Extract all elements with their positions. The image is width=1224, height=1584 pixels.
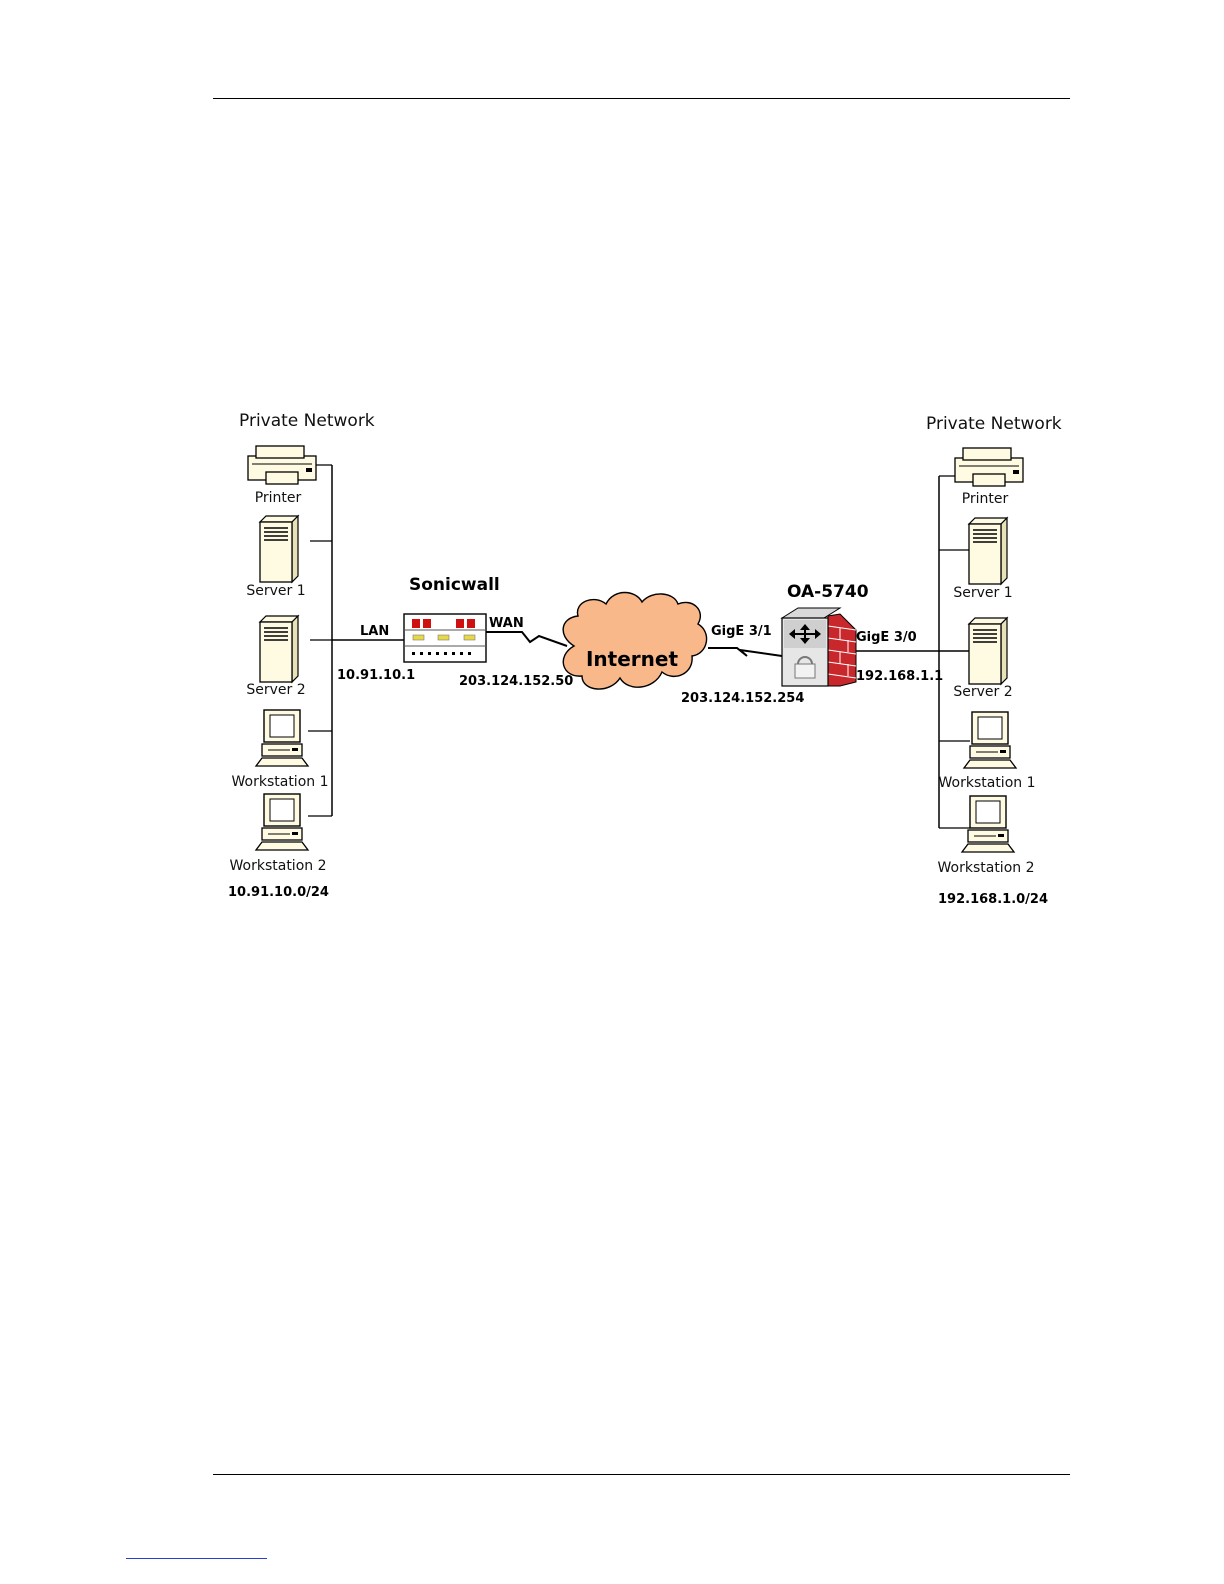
right-printer-icon — [955, 448, 1023, 486]
left-server-2-icon — [260, 616, 298, 682]
right-workstation-1-icon — [964, 712, 1016, 768]
wan-ip-label: 203.124.152.50 — [459, 674, 573, 689]
oa-lan-port-label: GigE 3/0 — [856, 630, 917, 645]
internet-label: Internet — [586, 647, 678, 671]
internet-cloud-icon — [563, 593, 706, 690]
right-workstation-2-icon — [962, 796, 1014, 852]
right-server-2-label: Server 2 — [953, 684, 1012, 700]
oa-wan-port-label: GigE 3/1 — [711, 624, 772, 639]
right-workstation-2-label: Workstation 2 — [938, 860, 1035, 876]
left-workstation-1-label: Workstation 1 — [232, 774, 329, 790]
internet-oa-link — [708, 648, 782, 656]
wan-link — [486, 632, 567, 646]
network-diagram: Private Network Printer Server 1 Server … — [222, 398, 1062, 918]
lan-ip-label: 10.91.10.1 — [337, 668, 415, 683]
right-workstation-1-label: Workstation 1 — [939, 775, 1036, 791]
sonicwall-name: Sonicwall — [409, 575, 500, 595]
oa5740-name: OA-5740 — [787, 582, 869, 602]
oa-wan-ip-label: 203.124.152.254 — [681, 691, 804, 706]
left-printer-icon — [248, 446, 316, 484]
right-server-1-label: Server 1 — [953, 585, 1012, 601]
right-server-2-icon — [969, 618, 1007, 684]
oa5740-device-icon — [782, 608, 856, 686]
footer-link-underline — [126, 1558, 267, 1559]
sonicwall-device-icon — [404, 614, 486, 662]
left-network-title: Private Network — [239, 411, 375, 431]
header-rule — [213, 98, 1070, 99]
left-server-2-label: Server 2 — [246, 682, 305, 698]
right-subnet-label: 192.168.1.0/24 — [938, 892, 1048, 907]
left-workstation-2-label: Workstation 2 — [230, 858, 327, 874]
right-network-title: Private Network — [926, 414, 1062, 434]
left-subnet-label: 10.91.10.0/24 — [228, 885, 329, 900]
left-server-1-icon — [260, 516, 298, 582]
left-workstation-2-icon — [256, 794, 308, 850]
right-server-1-icon — [969, 518, 1007, 584]
left-workstation-1-icon — [256, 710, 308, 766]
lan-label: LAN — [360, 624, 389, 639]
footer-rule — [213, 1474, 1070, 1475]
oa-lan-ip-label: 192.168.1.1 — [856, 669, 943, 684]
left-server-1-label: Server 1 — [246, 583, 305, 599]
left-printer-label: Printer — [255, 490, 302, 506]
wan-label: WAN — [489, 616, 524, 631]
right-printer-label: Printer — [962, 491, 1009, 507]
